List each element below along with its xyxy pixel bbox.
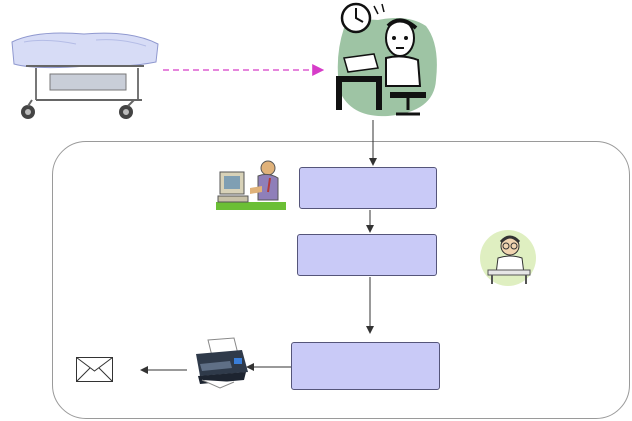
process-container [52,141,630,419]
step-box-3 [291,342,440,390]
computer-operator-icon [216,160,286,210]
hospital-stretcher-icon [11,32,159,119]
step-box-2 [297,234,437,276]
envelope-icon [76,357,113,382]
step-box-1 [299,167,437,209]
busy-clerk-with-clock-icon [336,2,437,117]
printer-icon [196,337,248,389]
doctor-at-desk-icon [480,230,536,286]
